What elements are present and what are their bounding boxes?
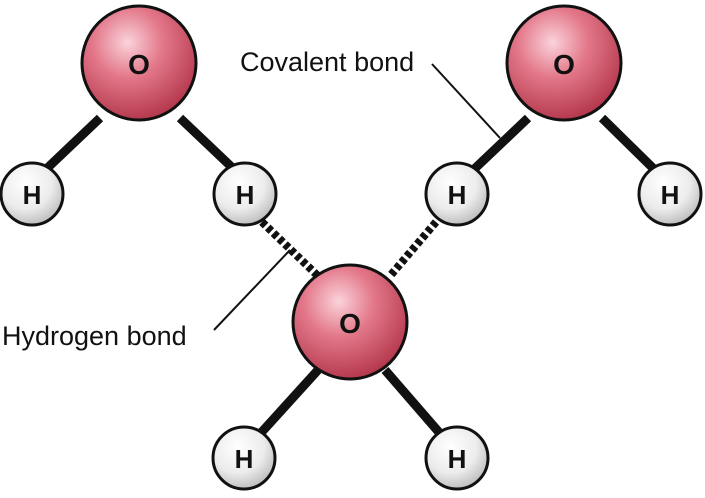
- oxygen-atom: [80, 4, 198, 122]
- hydrogen-label: H: [448, 444, 467, 474]
- covalent-bonds: [36, 114, 664, 449]
- covalent-bond-leader: [431, 63, 501, 139]
- covalent-bond-label: Covalent bond: [240, 47, 414, 77]
- water-molecule-top-left: O H H: [0, 4, 278, 227]
- hydrogen-label: H: [235, 444, 254, 474]
- covalent-bond-line: [598, 114, 664, 179]
- hydrogen-atom: [212, 161, 278, 227]
- hydrogen-atom: [424, 161, 490, 227]
- hydrogen-bond-leader: [213, 249, 291, 331]
- hydrogen-atom: [0, 161, 65, 227]
- hydrogen-atom: [637, 161, 703, 227]
- oxygen-label: O: [128, 49, 150, 80]
- hydrogen-label: H: [23, 180, 42, 210]
- hydrogen-label: H: [448, 180, 467, 210]
- oxygen-atom: [505, 4, 623, 122]
- oxygen-atom: [291, 263, 409, 381]
- hydrogen-bond-line: [386, 219, 440, 279]
- oxygen-label: O: [339, 308, 361, 339]
- hydrogen-label: H: [236, 180, 255, 210]
- oxygen-label: O: [553, 49, 575, 80]
- covalent-bond-line: [464, 114, 532, 179]
- hydrogen-bonds: [259, 219, 440, 279]
- hydrogen-atom: [424, 425, 490, 491]
- hydrogen-label: H: [661, 180, 680, 210]
- covalent-bond-line: [36, 114, 104, 179]
- hydrogen-atom: [211, 425, 277, 491]
- water-molecule-top-right: O H H: [424, 4, 703, 227]
- hydrogen-bond-line: [259, 219, 321, 279]
- water-molecule-bottom: O H H: [211, 263, 490, 491]
- hydrogen-bond-label: Hydrogen bond: [2, 321, 187, 351]
